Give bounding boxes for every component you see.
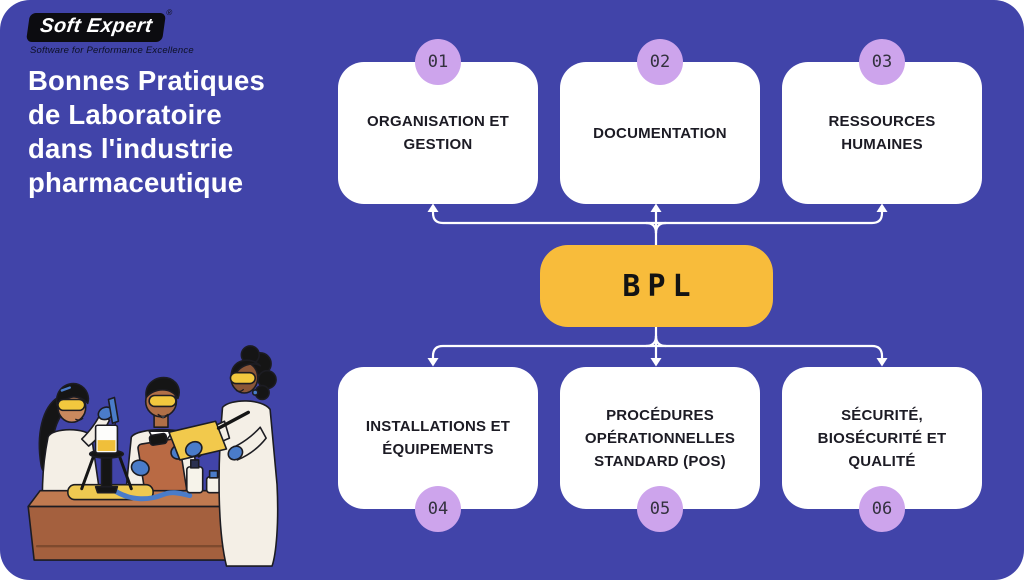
card-title: RESSOURCES HUMAINES (828, 113, 936, 153)
logo-box: Soft Expert ® (25, 8, 173, 42)
card-number-badge: 03 (859, 39, 905, 85)
page-title-line-1: Bonnes Pratiques (28, 65, 266, 96)
page-title-line-4: pharmaceutique (28, 167, 244, 198)
card-procedures-pos: PROCÉDURES OPÉRATIONNELLES STANDARD (POS… (560, 367, 760, 532)
page-title-line-2: de Laboratoire (28, 99, 222, 130)
logo-brand-text: Soft Expert (38, 15, 154, 37)
card-organisation-gestion: 01 ORGANISATION ET GESTION (338, 39, 538, 204)
card-number-badge: 06 (859, 486, 905, 532)
page-title: Bonnes Pratiques de Laboratoire dans l'i… (28, 64, 358, 200)
page-title-line-3: dans l'industrie (28, 133, 234, 164)
card-securite-qualite: SÉCURITÉ, BIOSÉCURITÉ ET QUALITÉ 06 (782, 367, 982, 532)
card-number-badge: 04 (415, 486, 461, 532)
logo-tagline: Software for Performance Excellence (30, 45, 194, 56)
card-installations-equipements: INSTALLATIONS ET ÉQUIPEMENTS 04 (338, 367, 538, 532)
bpl-label: BPL (622, 268, 698, 304)
card-title: PROCÉDURES OPÉRATIONNELLES STANDARD (POS… (584, 406, 736, 470)
scientists-lab-illustration (27, 345, 279, 567)
card-number-badge: 05 (637, 486, 683, 532)
card-documentation: 02 DOCUMENTATION (560, 39, 760, 204)
softexpert-logo: Soft Expert ® Software for Performance E… (25, 8, 194, 56)
card-title: DOCUMENTATION (593, 124, 727, 142)
card-number-badge: 02 (637, 39, 683, 85)
bpl-node: BPL (540, 245, 773, 327)
card-title: INSTALLATIONS ET ÉQUIPEMENTS (365, 418, 511, 458)
card-title: ORGANISATION ET GESTION (367, 113, 509, 153)
card-ressources-humaines: 03 RESSOURCES HUMAINES (782, 39, 982, 204)
registered-mark-icon: ® (165, 8, 173, 17)
lab-bench (27, 424, 273, 561)
card-title: SÉCURITÉ, BIOSÉCURITÉ ET QUALITÉ (817, 406, 947, 470)
card-number-badge: 01 (415, 39, 461, 85)
scientist-right (168, 345, 279, 567)
